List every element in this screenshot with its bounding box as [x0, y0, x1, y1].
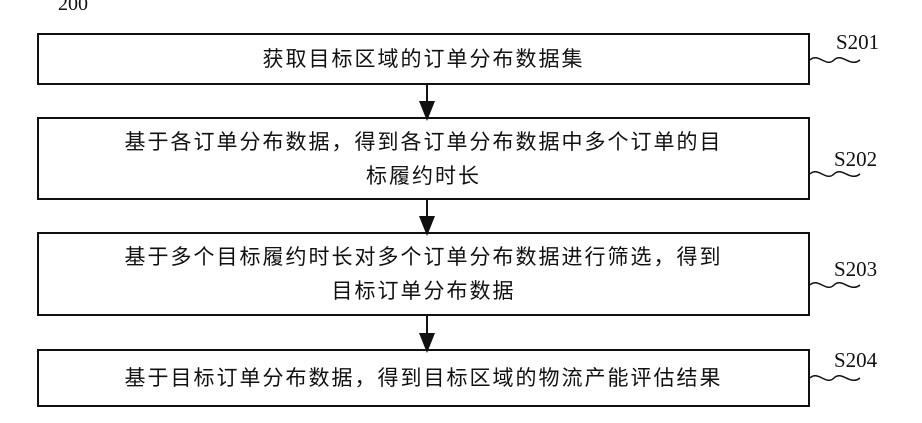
step-id-s202: S202: [834, 148, 877, 170]
step-id-s201: S201: [836, 31, 879, 53]
leader-s204: [810, 376, 860, 381]
step-id-s204: S204: [834, 349, 877, 371]
leader-s201: [810, 58, 860, 63]
leader-s203: [810, 283, 860, 288]
leader-s202: [810, 172, 860, 177]
step-id-s203: S203: [834, 258, 877, 280]
